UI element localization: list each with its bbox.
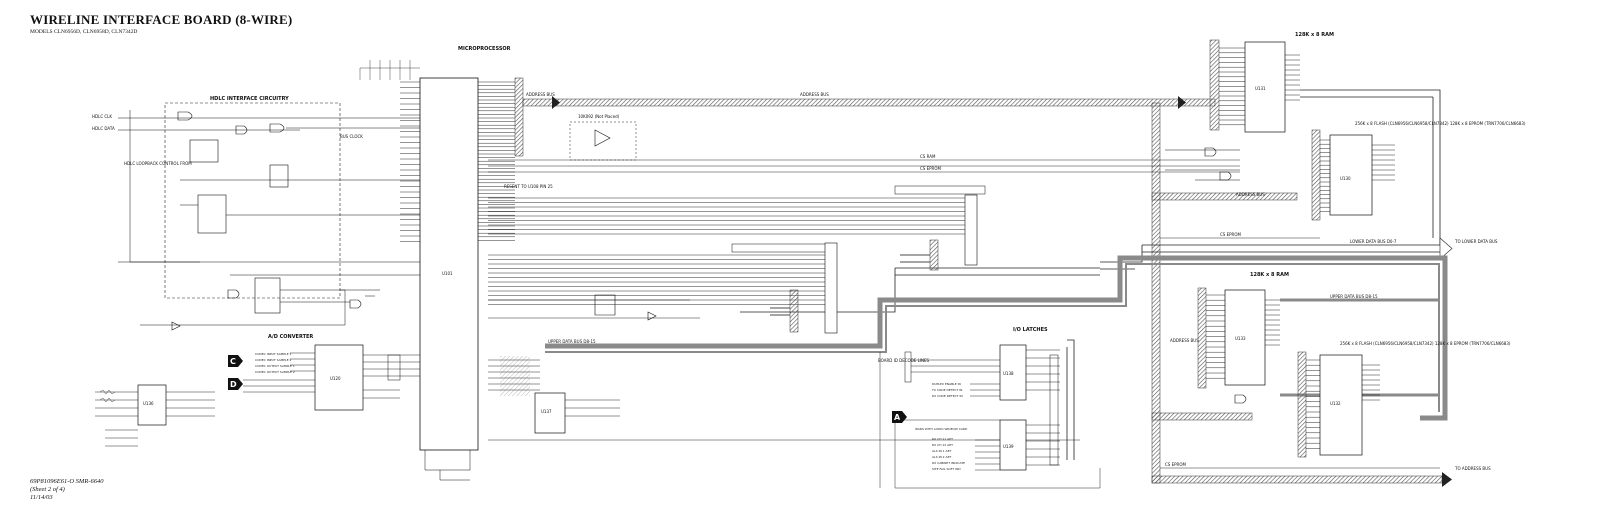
not-placed-label: 10K092 (Not Placed) bbox=[578, 114, 620, 119]
latch2-in-3: RX CH 12 AET bbox=[932, 443, 953, 447]
u133-label: U133 bbox=[1235, 336, 1246, 341]
mpu-right-pins bbox=[478, 81, 515, 241]
upper-data-bus-label-right: UPPER DATA BUS D8-15 bbox=[1330, 294, 1378, 299]
flash-top-u130: 256K x 8 FLASH (CLN6956/CLN6958/CLN7342)… bbox=[1165, 121, 1526, 221]
flash-top-label: 256K x 8 FLASH (CLN6956/CLN6958/CLN7342)… bbox=[1355, 121, 1526, 126]
ad-input-4: CODEC OUTPUT SAMPLE 2 bbox=[255, 370, 295, 374]
cs-ram-label: CS RAM bbox=[920, 154, 936, 159]
latch2-in-5: ALS IN 2 AET bbox=[932, 455, 951, 459]
marker-d: D bbox=[230, 380, 237, 389]
latch2-in-1: WARS WITH AUDIO WIDEOW CARD bbox=[915, 427, 968, 431]
u136-block: U136 bbox=[95, 384, 215, 447]
cs-eprom-label: CS EPROM bbox=[920, 166, 941, 171]
ad-input-1: CODEC INPUT SAMPLE 1 bbox=[255, 352, 292, 356]
u136-label: U136 bbox=[143, 401, 154, 406]
to-lower-data-right: TO LOWER DATA BUS bbox=[1454, 239, 1498, 244]
ram-bottom-u133: 128K x 8 RAM U133 bbox=[1197, 272, 1289, 389]
microprocessor-title: MICROPROCESSOR bbox=[458, 46, 511, 52]
u131-label: U131 bbox=[1255, 86, 1266, 91]
address-bus: ADDRESS BUS ADDRESS BUS TO ADDRESS BUS A… bbox=[514, 39, 1491, 487]
page-title: WIRELINE INTERFACE BOARD (8-WIRE) bbox=[30, 12, 293, 27]
latch2-in-4: ALS IN 1 AET bbox=[932, 449, 951, 453]
u120-label: U120 bbox=[330, 376, 341, 381]
u138-label: U138 bbox=[1003, 371, 1014, 376]
flash-bottom-label: 256K x 8 FLASH (CLN6956/CLN6958/CLN7342)… bbox=[1340, 341, 1511, 346]
footer-note: 69P81096E61-O SMR-6640 (Sheet 2 of 4) 11… bbox=[30, 478, 103, 502]
latch2-in-2: RX CH 11 AET bbox=[932, 437, 953, 441]
address-bus-label-left: ADDRESS BUS bbox=[526, 92, 555, 97]
address-bus-label-top: ADDRESS BUS bbox=[1236, 192, 1265, 197]
reset-note: RESENT TO U108 PIN 25 bbox=[504, 184, 553, 189]
hdlc-data-label: HDLC DATA bbox=[92, 126, 115, 131]
latch-in-1: DUPLEX ENABLE IN bbox=[932, 382, 961, 386]
not-placed-block: 10K092 (Not Placed) RESENT TO U108 PIN 2… bbox=[504, 114, 637, 189]
connector-markers: C D A bbox=[228, 355, 907, 423]
microprocessor-u101: MICROPROCESSOR U101 bbox=[359, 46, 515, 481]
u132-label: U132 bbox=[1330, 401, 1341, 406]
latch2-in-7: SITE FAIL SOFT IND bbox=[932, 467, 961, 471]
latch-in-3: RX CODE DETECT IN bbox=[932, 394, 963, 398]
u101-label: U101 bbox=[442, 271, 453, 276]
hdlc-clk-label: HDLC CLK bbox=[92, 114, 112, 119]
cs-eprom-label-bottom: CS EPROM bbox=[1165, 462, 1186, 467]
to-address-bus-right: TO ADDRESS BUS bbox=[1454, 466, 1491, 471]
io-latches-title: I/O LATCHES bbox=[1013, 327, 1048, 333]
ram-top-pins bbox=[1219, 47, 1300, 126]
ad-input-3: CODEC OUTPUT SAMPLE 1 bbox=[255, 364, 295, 368]
hdlc-block: HDLC INTERFACE CIRCUITRY HDLC CLK HDLC D… bbox=[92, 96, 420, 331]
u137-block: U137 bbox=[488, 356, 1080, 441]
lower-data-bus-label: LOWER DATA BUS D0-7 bbox=[1350, 239, 1397, 244]
footer-sheet: (Sheet 2 of 4) bbox=[30, 486, 65, 493]
signal-lines bbox=[488, 185, 986, 334]
page-subtitle: MODELS CLN6956D, CLN6958D, CLN7342D bbox=[30, 29, 138, 35]
chip-select-lines: CS RAM CS EPROM CS EPROM CS EPROM bbox=[488, 154, 1440, 469]
latch2-in-6: RX CABINET INDICATE bbox=[932, 461, 965, 465]
ad-converter-title: A/D CONVERTER bbox=[268, 334, 313, 340]
ad-input-2: CODEC INPUT SAMPLE 2 bbox=[255, 358, 292, 362]
address-bus-label-lower: ADDRESS BUS bbox=[1170, 338, 1199, 343]
io-latches: I/O LATCHES BOARD ID DECODE LINES U138 U… bbox=[878, 327, 1101, 489]
flash-bottom-pins bbox=[1306, 359, 1380, 449]
marker-a: A bbox=[894, 413, 901, 422]
u137-label: U137 bbox=[541, 409, 552, 414]
marker-c: C bbox=[230, 357, 236, 366]
ram-top-label: 128K x 8 RAM bbox=[1295, 32, 1334, 38]
u139-label: U139 bbox=[1003, 444, 1014, 449]
mpu-left-pins bbox=[400, 81, 420, 242]
cs-eprom-label-right: CS EPROM bbox=[1220, 232, 1241, 237]
ram-top-u131: 128K x 8 RAM U131 bbox=[1219, 32, 1334, 133]
address-bus-label-mid: ADDRESS BUS bbox=[800, 92, 829, 97]
flash-bottom-u132: 256K x 8 FLASH (CLN6956/CLN6958/CLN7342)… bbox=[1234, 341, 1511, 458]
footer-date: 11/14/03 bbox=[30, 494, 53, 501]
bus-clock-label: BUS CLOCK bbox=[340, 134, 363, 139]
hdlc-loopback-label: HDLC LOOPBACK CONTROL FROM bbox=[124, 161, 192, 166]
upper-data-bus-label: UPPER DATA BUS D8-15 bbox=[548, 339, 596, 344]
lower-data-bus: TO LOWER DATA BUS LOWER DATA BUS D0-7 bbox=[740, 89, 1498, 460]
u130-label: U130 bbox=[1340, 176, 1351, 181]
ram-bottom-label: 128K x 8 RAM bbox=[1250, 272, 1289, 278]
latch-in-2: TX CODE DETECT IN bbox=[931, 388, 962, 392]
ram-bottom-pins bbox=[1206, 294, 1280, 379]
board-id-label: BOARD ID DECODE LINES bbox=[878, 358, 930, 363]
flash-top-pins bbox=[1320, 139, 1395, 212]
ad-converter-u120: A/D CONVERTER U120 CODEC INPUT SAMPLE 1 … bbox=[243, 334, 420, 411]
hdlc-title: HDLC INTERFACE CIRCUITRY bbox=[210, 96, 289, 102]
footer-part-number: 69P81096E61-O SMR-6640 bbox=[30, 478, 104, 485]
